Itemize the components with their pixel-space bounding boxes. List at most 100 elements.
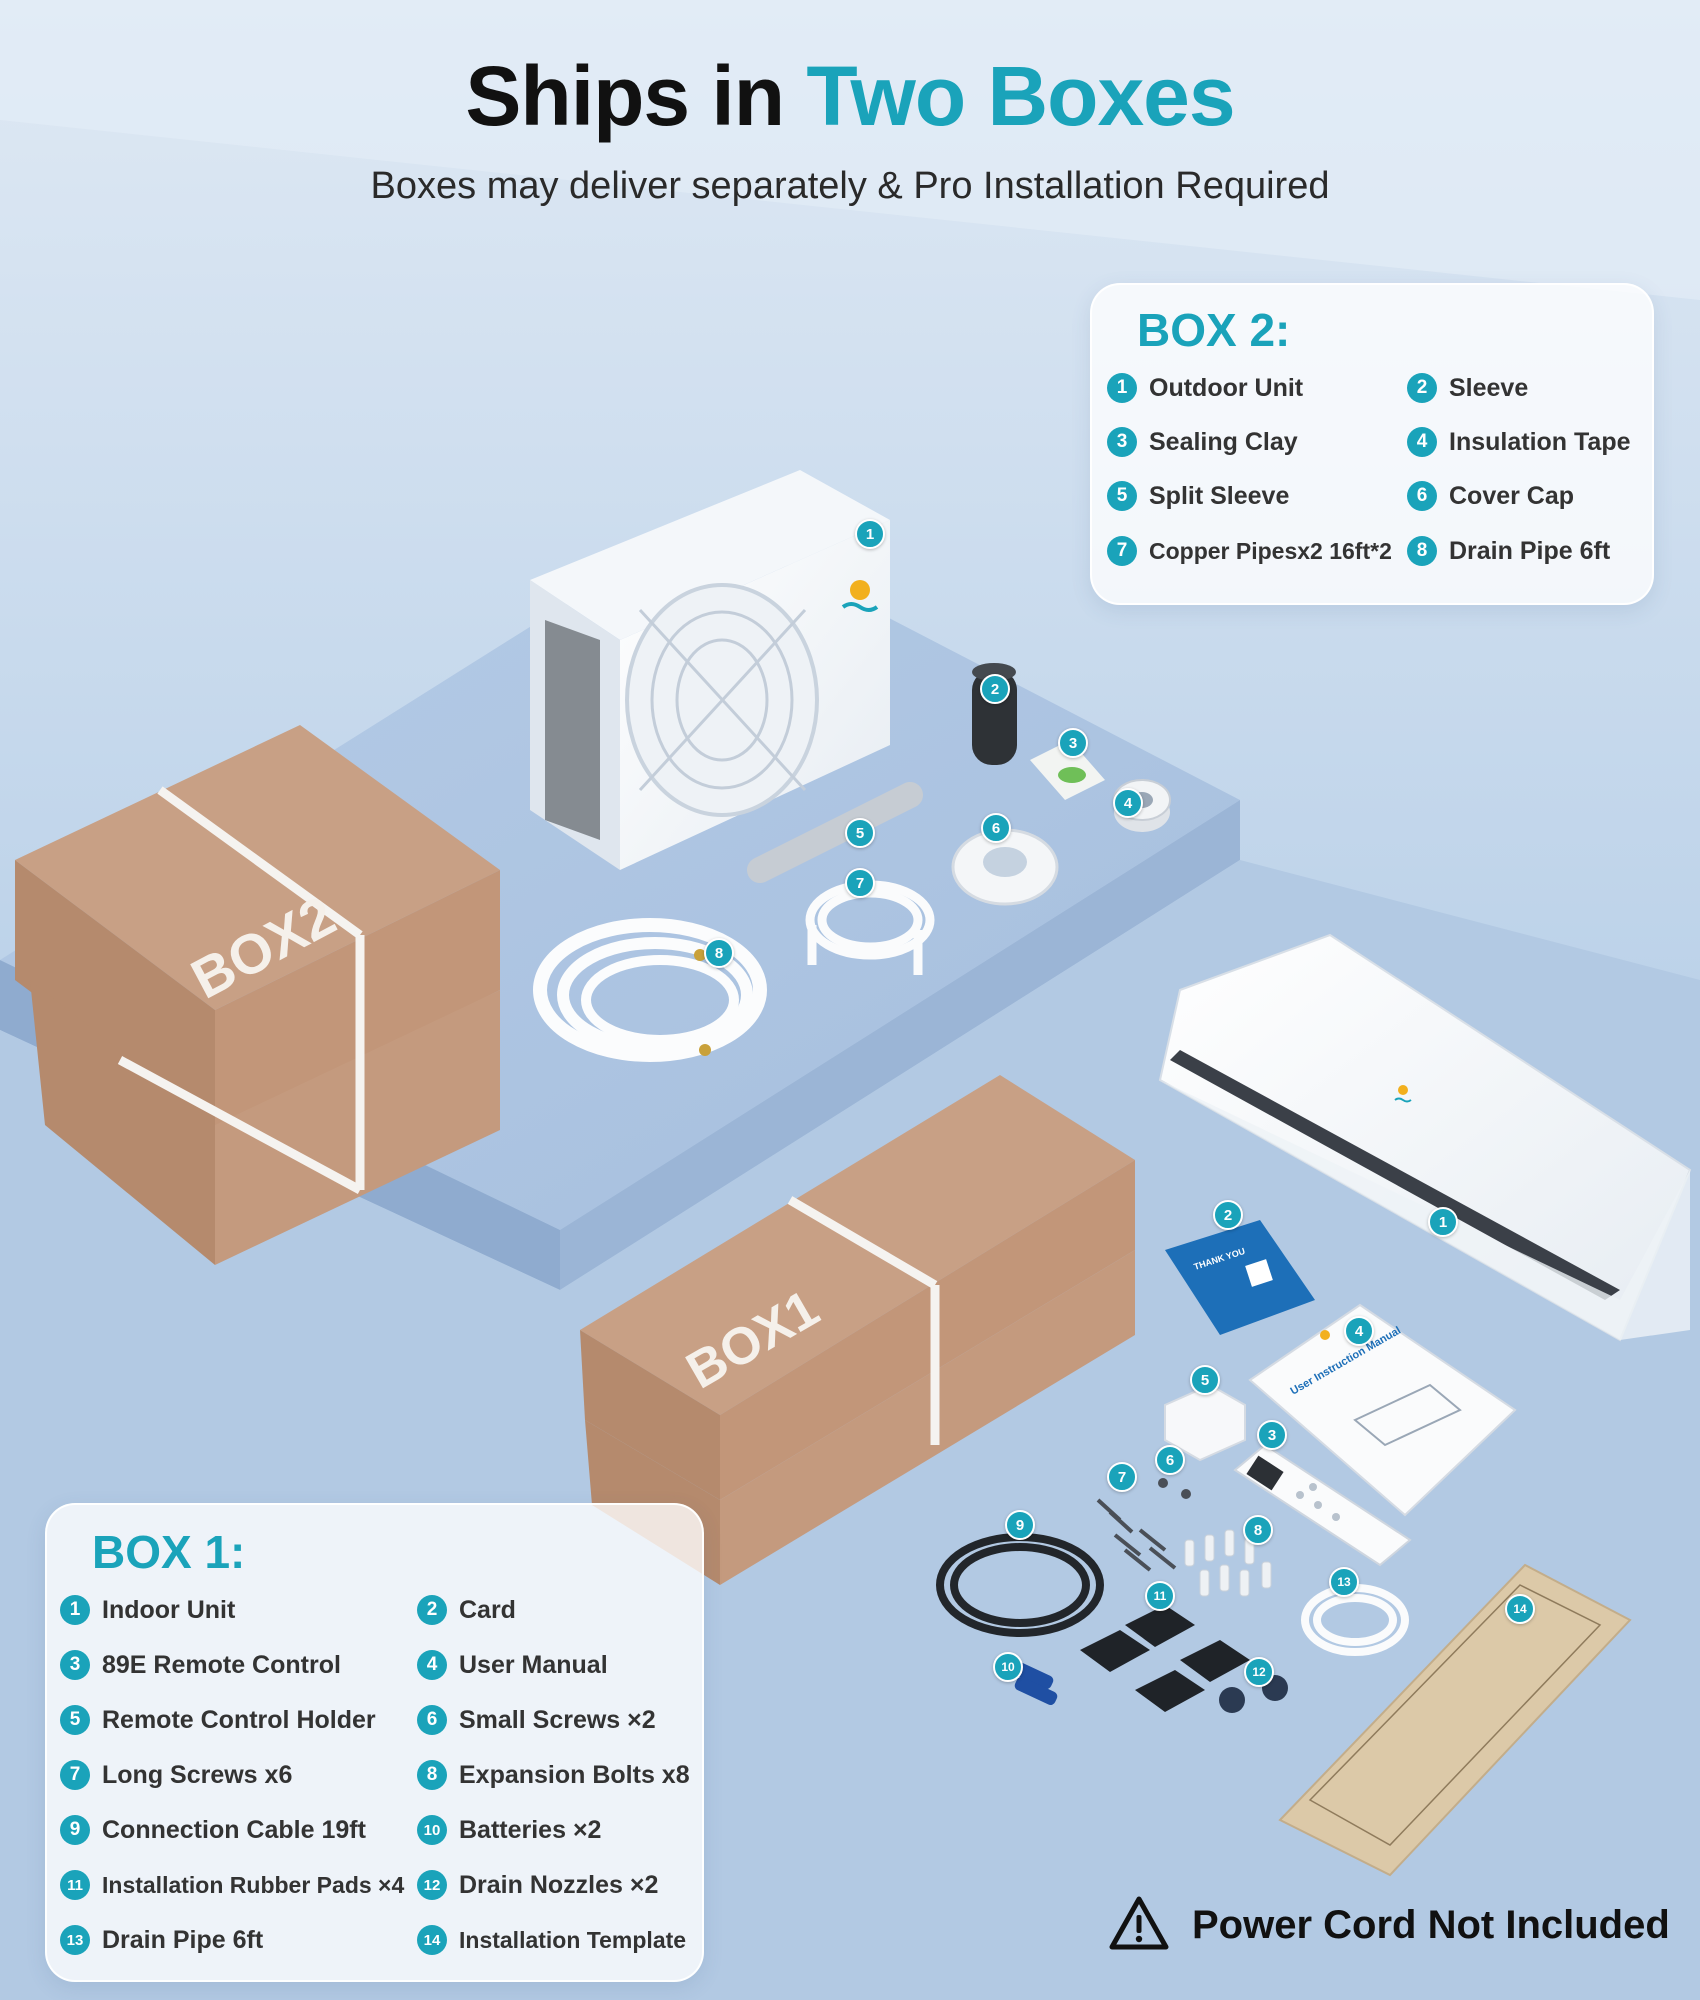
box2-item-label: Outdoor Unit <box>1149 373 1304 402</box>
back-wall <box>0 0 1700 300</box>
number-badge: 8 <box>417 1760 447 1790</box>
box1-item-1: 1 Indoor Unit <box>60 1595 235 1625</box>
marker-box1-4: 4 <box>1344 1316 1374 1346</box>
number-badge: 1 <box>1107 373 1137 403</box>
indoor-unit <box>1158 933 1692 1342</box>
cover-cap <box>951 828 1059 906</box>
expansion-bolts <box>1184 1529 1272 1597</box>
number-badge: 2 <box>417 1595 447 1625</box>
box1-item-label: Expansion Bolts x8 <box>459 1760 690 1789</box>
sealing-clay <box>1030 740 1105 800</box>
rubber-pads <box>1080 1605 1250 1712</box>
warning-text: Power Cord Not Included <box>1192 1902 1670 1947</box>
box1-item-label: Installation Rubber Pads ×4 <box>102 1871 405 1898</box>
number-badge: 2 <box>1407 373 1437 403</box>
number-badge: 5 <box>1107 481 1137 511</box>
step-side <box>560 800 1240 1290</box>
number-badge: 12 <box>417 1870 447 1900</box>
box1-item-10: 10 Batteries ×2 <box>417 1815 601 1845</box>
box2-carton: BOX2 <box>15 725 500 1265</box>
marker-box2-3: 3 <box>1058 728 1088 758</box>
number-badge: 4 <box>1407 427 1437 457</box>
marker-box1-6: 6 <box>1155 1445 1185 1475</box>
marker-box2-6: 6 <box>981 813 1011 843</box>
box2-item-3: 3 Sealing Clay <box>1107 427 1298 457</box>
title-part-black: Ships in <box>465 49 807 143</box>
box1-item-label: Card <box>459 1595 516 1624</box>
number-badge: 8 <box>1407 536 1437 566</box>
box1-item-label: Installation Template <box>459 1926 687 1953</box>
marker-box2-1: 1 <box>855 519 885 549</box>
box1-item-label: Drain Nozzles ×2 <box>459 1870 659 1899</box>
box1-item-3: 3 89E Remote Control <box>60 1650 341 1680</box>
page-subtitle: Boxes may deliver separately & Pro Insta… <box>370 165 1330 207</box>
marker-box2-4: 4 <box>1113 788 1143 818</box>
number-badge: 6 <box>1407 481 1437 511</box>
box2-item-label: Drain Pipe 6ft <box>1449 536 1611 565</box>
marker-box2-5: 5 <box>845 818 875 848</box>
box1-item-8: 8 Expansion Bolts x8 <box>417 1760 690 1790</box>
number-badge: 3 <box>60 1650 90 1680</box>
box1-item-2: 2 Card <box>417 1595 516 1625</box>
number-badge: 10 <box>417 1815 447 1845</box>
marker-box1-11: 11 <box>1145 1581 1175 1611</box>
title-part-accent: Two Boxes <box>806 49 1235 143</box>
number-badge: 9 <box>60 1815 90 1845</box>
marker-box1-5: 5 <box>1190 1365 1220 1395</box>
box2-item-label: Copper Pipesx2 16ft*2 <box>1149 537 1392 564</box>
marker-box1-9: 9 <box>1005 1510 1035 1540</box>
marker-box1-8: 8 <box>1243 1515 1273 1545</box>
number-badge: 4 <box>417 1650 447 1680</box>
marker-box1-10: 10 <box>993 1652 1023 1682</box>
box2-item-label: Split Sleeve <box>1149 481 1290 510</box>
user-manual: User Instruction Manual <box>1248 1303 1517 1517</box>
box1-item-label: Small Screws ×2 <box>459 1705 656 1734</box>
small-screws <box>1158 1478 1191 1499</box>
box1-item-label: User Manual <box>459 1650 608 1679</box>
marker-box2-7: 7 <box>845 868 875 898</box>
box1-item-14: 14 Installation Template <box>417 1925 686 1955</box>
number-badge: 1 <box>60 1595 90 1625</box>
box1-item-13: 13 Drain Pipe 6ft <box>60 1925 263 1955</box>
box1-item-label: 89E Remote Control <box>102 1650 341 1679</box>
box2-item-5: 5 Split Sleeve <box>1107 481 1289 511</box>
installation-template <box>1278 1563 1632 1877</box>
box2-panel-title: BOX 2: <box>1137 304 1291 356</box>
box1-item-label: Drain Pipe 6ft <box>102 1925 264 1954</box>
number-badge: 13 <box>60 1925 90 1955</box>
marker-box1-14: 14 <box>1505 1594 1535 1624</box>
marker-box1-3: 3 <box>1257 1420 1287 1450</box>
split-sleeve <box>747 782 923 883</box>
marker-box2-2: 2 <box>980 674 1010 704</box>
marker-box2-8: 8 <box>704 938 734 968</box>
box2-item-label: Sealing Clay <box>1149 427 1298 456</box>
long-screws <box>1096 1498 1177 1572</box>
box1-item-label: Indoor Unit <box>102 1595 236 1624</box>
number-badge: 7 <box>60 1760 90 1790</box>
number-badge: 14 <box>417 1925 447 1955</box>
box2-item-1: 1 Outdoor Unit <box>1107 373 1303 403</box>
box2-item-label: Insulation Tape <box>1449 427 1631 456</box>
box1-item-12: 12 Drain Nozzles ×2 <box>417 1870 658 1900</box>
warning-triangle-icon <box>1108 1895 1170 1955</box>
marker-box1-7: 7 <box>1107 1462 1137 1492</box>
copper-pipes-coil <box>533 918 767 1062</box>
number-badge: 3 <box>1107 427 1137 457</box>
marker-box1-12: 12 <box>1244 1657 1274 1687</box>
box1-item-4: 4 User Manual <box>417 1650 608 1680</box>
outdoor-unit <box>530 470 890 870</box>
box1-item-label: Batteries ×2 <box>459 1815 602 1844</box>
page-title: Ships in Two Boxes <box>0 48 1700 145</box>
marker-box1-2: 2 <box>1213 1200 1243 1230</box>
box1-item-label: Remote Control Holder <box>102 1705 376 1734</box>
thank-you-card: THANK YOU <box>1165 1220 1315 1335</box>
box1-carton: BOX1 <box>580 1075 1135 1585</box>
box2-item-8: 8 Drain Pipe 6ft <box>1407 536 1610 566</box>
